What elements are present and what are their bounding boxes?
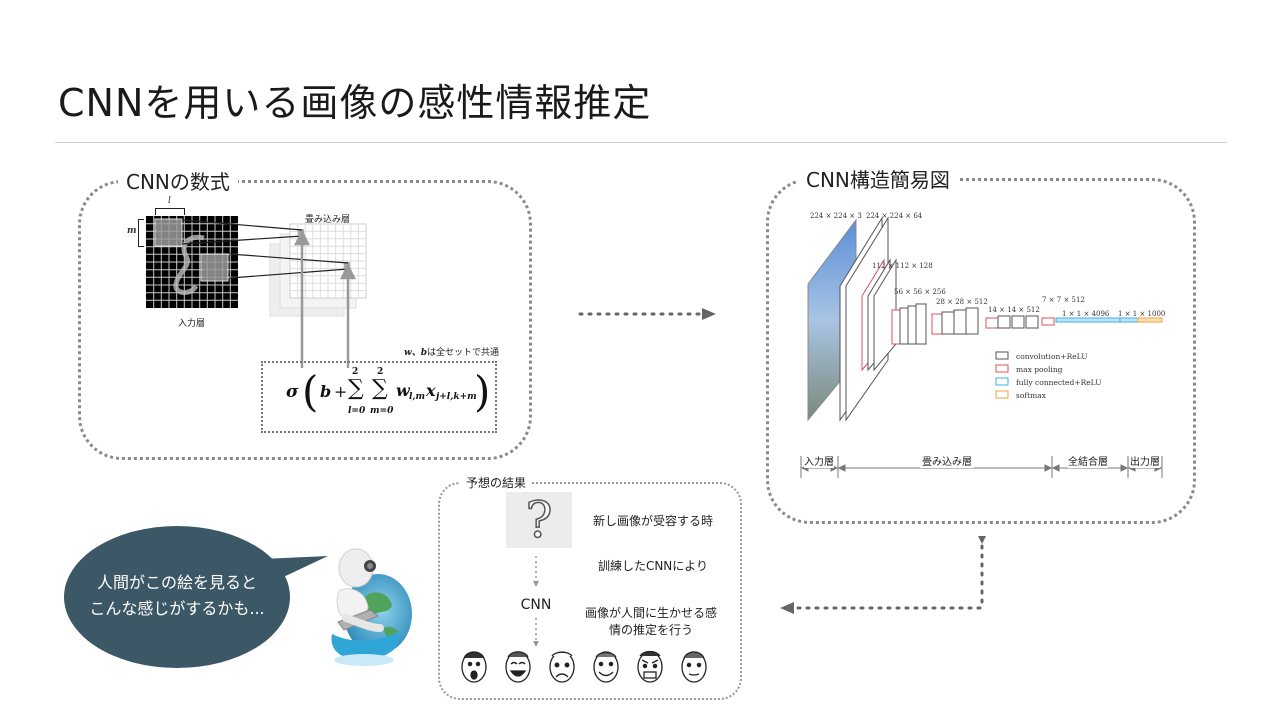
- kernel-l-label: l: [168, 196, 171, 206]
- cnn-label: CNN: [512, 597, 560, 613]
- dotted-arrow-to-cnn: [530, 554, 542, 588]
- sum1-bottom: l=0: [348, 406, 365, 416]
- question-mark-icon: ?: [506, 492, 572, 548]
- formula-b: b: [320, 382, 331, 401]
- formula-x-sub: j+l,k+m: [436, 392, 477, 402]
- dotted-arrow-to-faces: [530, 616, 542, 648]
- layer-span-markers: [798, 452, 1168, 480]
- step3-text-line2: 情の推定を行う: [576, 621, 726, 638]
- speech-line-2: こんな感じがするかも...: [64, 596, 290, 622]
- legend-label-3: softmax: [1016, 391, 1047, 400]
- kernel-l-bracket: [155, 208, 185, 215]
- step2-text: 訓練したCNNにより: [588, 557, 718, 574]
- span-label-output: 出力層: [1130, 453, 1160, 468]
- prediction-panel-label: 予想の結果: [460, 474, 532, 491]
- formula-weight: w: [396, 381, 410, 400]
- title-divider: [55, 142, 1227, 143]
- legend-label-2: fully connected+ReLU: [1016, 378, 1102, 387]
- shared-note-text: は全セットで共通: [427, 348, 499, 358]
- legend-label-1: max pooling: [1016, 365, 1063, 374]
- face-happy-icon: [594, 652, 618, 682]
- legend-label-0: convolution+ReLU: [1016, 352, 1088, 361]
- formula-sigma: σ: [286, 382, 299, 402]
- dotted-arrow-down-left: [776, 532, 996, 620]
- slide-title: CNNを用いる画像の感性情報推定: [58, 72, 651, 127]
- dim-label-7: 1 × 1 × 4096: [1062, 310, 1110, 318]
- formula-weight-sub: l,m: [409, 392, 425, 402]
- sum2-symbol: ∑: [372, 376, 388, 401]
- dim-label-6: 7 × 7 × 512: [1042, 296, 1085, 304]
- face-surprised-icon: [462, 652, 486, 682]
- face-angry-icon: [638, 652, 662, 683]
- dim-label-0: 224 × 224 × 3: [810, 212, 862, 220]
- thinking-character-illustration: [318, 536, 414, 670]
- dim-label-8: 1 × 1 × 1000: [1118, 310, 1165, 318]
- sum2-bottom: m=0: [370, 406, 393, 416]
- speech-line-1: 人間がこの絵を見ると: [64, 570, 290, 596]
- face-laughing-icon: [506, 652, 530, 682]
- kernel-m-label: m: [127, 226, 137, 236]
- dim-label-1: 224 × 224 × 64: [866, 212, 923, 220]
- dim-label-5: 14 × 14 × 512: [988, 306, 1040, 314]
- cnn-formula: σ ( b + 2 ∑ l=0 2 ∑ m=0 w l,m x j+l,k+m …: [276, 366, 486, 426]
- face-calm-icon: [682, 652, 706, 682]
- shared-params-note: w、bは全セットで共通: [404, 345, 499, 358]
- cnn-structure-panel-label: CNN構造簡易図: [798, 164, 958, 193]
- cnn-formula-panel-label: CNNの数式: [118, 166, 238, 195]
- formula-lparen: (: [302, 366, 318, 418]
- face-sad-icon: [550, 652, 574, 682]
- dim-label-2: 112 × 112 × 128: [872, 262, 933, 270]
- step3-text-line1: 画像が人間に生かせる感: [576, 604, 726, 621]
- sum1-symbol: ∑: [348, 376, 364, 401]
- span-label-conv: 畳み込み層: [920, 453, 974, 468]
- shared-note-vars: w、b: [404, 348, 427, 358]
- dim-label-4: 28 × 28 × 512: [936, 298, 988, 306]
- kernel-m-bracket: [138, 219, 144, 247]
- speech-bubble: 人間がこの絵を見ると こんな感じがするかも...: [64, 526, 290, 668]
- formula-x: x: [426, 381, 436, 400]
- span-label-fc: 全結合層: [1068, 453, 1108, 468]
- emotion-faces: [458, 648, 722, 686]
- dotted-arrow-right: [578, 306, 718, 322]
- formula-up-arrows: [294, 228, 358, 368]
- formula-rparen: ): [474, 366, 490, 418]
- dim-label-3: 56 × 56 × 256: [894, 288, 946, 296]
- step1-text: 新し画像が受容する時: [588, 512, 718, 529]
- span-label-input: 入力層: [804, 453, 834, 468]
- cnn-architecture-diagram: 224 × 224 × 3 224 × 224 × 64 112 × 112 ×…: [800, 204, 1180, 430]
- formula-plus: +: [334, 382, 347, 401]
